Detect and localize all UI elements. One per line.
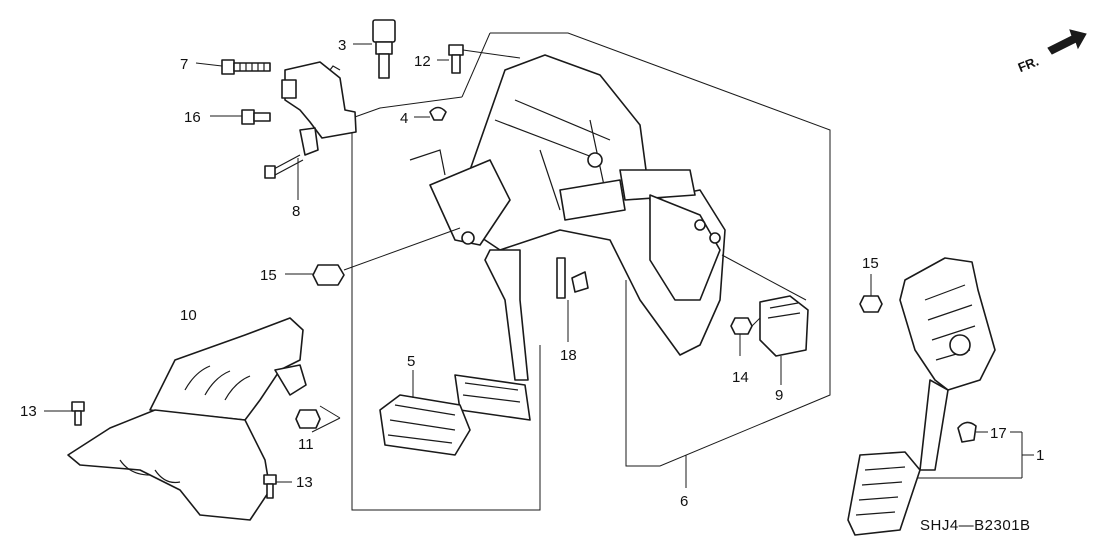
leader-7	[195, 62, 223, 67]
drawing-code: SHJ4—B2301B	[920, 517, 1031, 534]
callout-10: 10	[180, 307, 197, 324]
callout-15-left: 15	[260, 267, 277, 284]
leader-11a	[311, 417, 341, 433]
pedal-position-sensor	[264, 61, 357, 179]
clip-4	[429, 106, 447, 121]
front-direction-indicator: FR.	[1016, 29, 1087, 75]
callout-9: 9	[775, 387, 783, 404]
brake-pedal-arm	[484, 249, 529, 381]
callout-13-left: 13	[20, 403, 37, 420]
assembly-group-outline-top	[461, 32, 491, 98]
callout-12: 12	[414, 53, 431, 70]
callout-4: 4	[400, 110, 408, 127]
bolt-7	[221, 59, 271, 75]
callout-17: 17	[990, 425, 1007, 442]
front-label: FR.	[1016, 53, 1041, 75]
pedal-stopper	[571, 271, 589, 293]
brake-light-switch	[372, 19, 396, 79]
callout-13-right: 13	[296, 474, 313, 491]
bolt-12	[448, 44, 464, 74]
callout-5: 5	[407, 353, 415, 370]
leader-15a-ext	[343, 227, 461, 271]
relay-9	[759, 295, 809, 357]
bolt-16	[241, 109, 271, 125]
bolt-13-right	[263, 474, 277, 499]
nut-11	[295, 409, 321, 429]
pedal-pad-cover	[379, 394, 471, 456]
callout-18: 18	[560, 347, 577, 364]
accelerator-pedal-module	[847, 257, 996, 536]
assembly-group-outline-right	[490, 32, 831, 467]
brake-pedal-pad	[454, 374, 531, 421]
return-spring	[556, 257, 566, 299]
nut-14	[730, 317, 753, 335]
callout-11: 11	[298, 436, 314, 453]
nut-15-right	[859, 295, 883, 313]
pedal-bracket-assembly	[409, 54, 726, 356]
callout-1: 1	[1036, 447, 1044, 464]
clip-17	[957, 421, 977, 443]
callout-3: 3	[338, 37, 346, 54]
assembly-group-outline	[351, 96, 541, 511]
callout-6: 6	[680, 493, 688, 510]
nut-15-left	[312, 264, 345, 286]
pedal-cover-10	[67, 317, 307, 521]
callout-16: 16	[184, 109, 201, 126]
callout-8: 8	[292, 203, 300, 220]
callout-7: 7	[180, 56, 188, 73]
leader-14-ext	[751, 317, 761, 327]
front-arrow-icon	[1047, 29, 1087, 55]
callout-15-right: 15	[862, 255, 879, 272]
leader-9-ext	[721, 254, 807, 301]
bolt-13-left	[71, 401, 85, 426]
leader-11b	[319, 405, 341, 419]
leader-12-ext	[462, 49, 521, 59]
callout-14: 14	[732, 369, 749, 386]
